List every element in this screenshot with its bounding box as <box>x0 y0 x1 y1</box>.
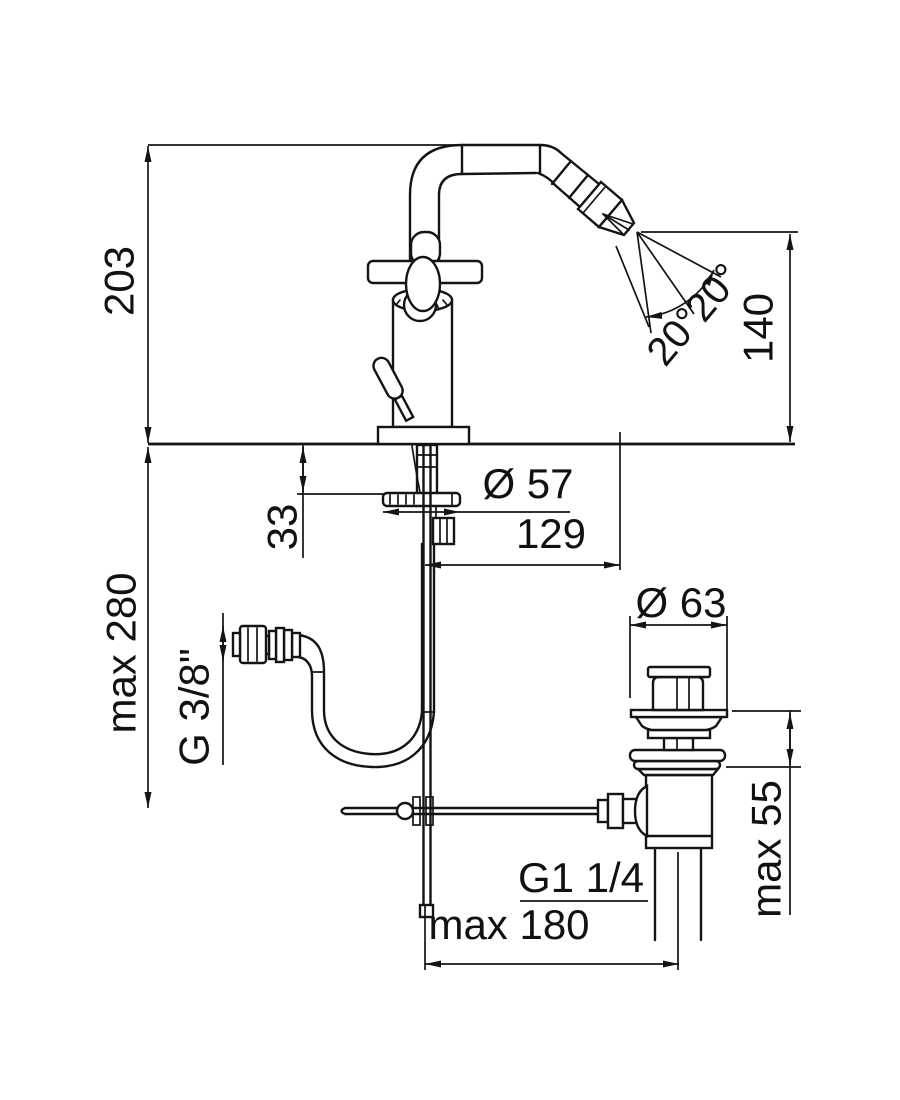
under-deck-mounting <box>381 443 462 546</box>
mounting-nut <box>431 516 456 546</box>
mounting-washer <box>381 491 462 508</box>
rod-end-cap <box>418 903 435 919</box>
hose-connection-nut <box>238 624 268 665</box>
dimension-lines <box>144 144 801 970</box>
threaded-shank <box>415 443 439 497</box>
waste-locknut-washer <box>628 748 727 763</box>
faucet-base-plate <box>376 425 471 446</box>
faucet-handle-and-body <box>366 230 484 446</box>
faucet-spout-outline <box>408 143 636 314</box>
waste-tailpipe <box>653 846 703 942</box>
dim-waste-deck-label: max 55 <box>743 780 790 918</box>
dim-hose-thread-label: G 3/8" <box>171 648 218 766</box>
waste-side-boss <box>633 784 649 838</box>
waste-plug-body <box>651 675 705 712</box>
popup-waste-assembly <box>628 665 729 942</box>
dim-base-diameter-label: Ø 57 <box>482 460 573 507</box>
dim-outlet-height-label: 140 <box>735 293 782 363</box>
waste-plug-cap <box>646 665 712 679</box>
cross-handle-front-arm <box>404 255 442 313</box>
dim-waste-diameter-label: Ø 63 <box>635 579 726 626</box>
dim-projection-label: 129 <box>516 510 586 557</box>
dim-spout-height-label: 203 <box>96 246 143 316</box>
dim-max-height-label: max 280 <box>98 572 145 733</box>
hose-collar <box>290 631 302 659</box>
dim-deck-thickness-label: 33 <box>259 504 306 551</box>
popup-rod-linkage <box>340 443 641 919</box>
rod-pivot-ball <box>395 801 415 821</box>
dim-waste-offset-label: max 180 <box>428 901 589 948</box>
dim-waste-thread-label: G1 1/4 <box>518 854 644 901</box>
popup-lever <box>372 356 415 423</box>
supply-hose <box>231 542 436 769</box>
